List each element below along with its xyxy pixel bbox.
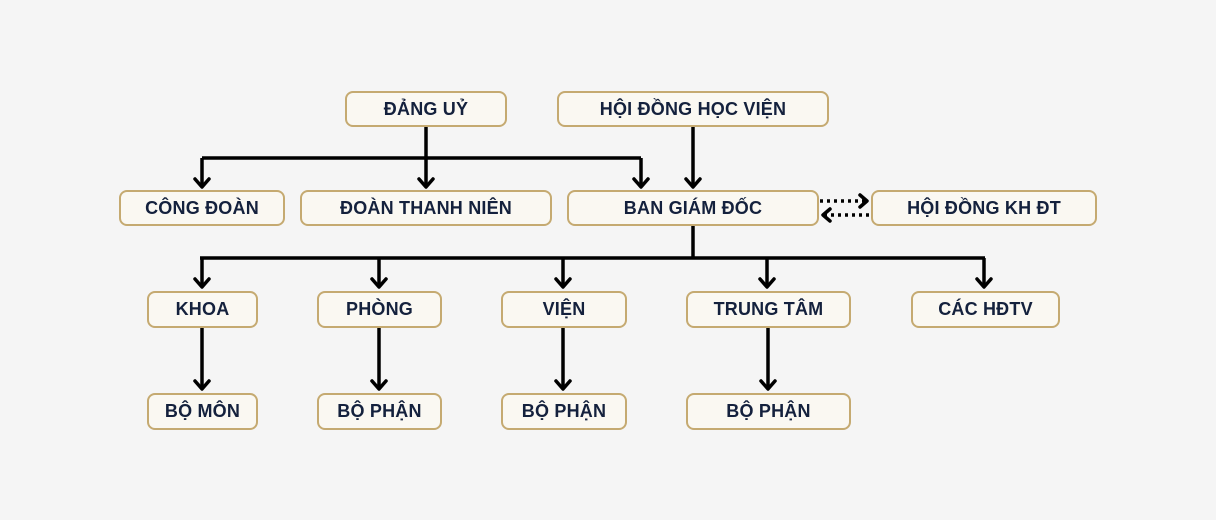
node-cac-hdtv: CÁC HĐTV	[911, 291, 1060, 328]
arrowhead-to-bgd	[821, 207, 832, 223]
arrowhead-bo-phan-vien	[554, 379, 572, 391]
arrowhead-cac-hdtv	[975, 277, 993, 289]
arrowhead-to-hdkh	[858, 193, 869, 209]
node-bo-mon: BỘ MÔN	[147, 393, 258, 430]
arrowhead-phong	[370, 277, 388, 289]
arrowhead-trung-tam	[758, 277, 776, 289]
arrowhead-doan-thanh-nien	[417, 177, 435, 189]
node-hoi-dong-hoc-vien: HỘI ĐỒNG HỌC VIỆN	[557, 91, 829, 127]
node-hoi-dong-kh-dt: HỘI ĐỒNG KH ĐT	[871, 190, 1097, 226]
node-cong-doan: CÔNG ĐOÀN	[119, 190, 285, 226]
arrowhead-khoa	[193, 277, 211, 289]
node-trung-tam: TRUNG TÂM	[686, 291, 851, 328]
node-ban-giam-doc: BAN GIÁM ĐỐC	[567, 190, 819, 226]
node-phong: PHÒNG	[317, 291, 442, 328]
arrowhead-cong-doan	[193, 177, 211, 189]
arrowhead-bo-phan-trung-tam	[759, 379, 777, 391]
arrowhead-bo-phan-phong	[370, 379, 388, 391]
node-bo-phan-trung-tam: BỘ PHẬN	[686, 393, 851, 430]
arrowhead-hdhv-to-bgd	[684, 177, 702, 189]
node-dang-uy: ĐẢNG UỶ	[345, 91, 507, 127]
node-doan-thanh-nien: ĐOÀN THANH NIÊN	[300, 190, 552, 226]
node-bo-phan-vien: BỘ PHẬN	[501, 393, 627, 430]
node-vien: VIỆN	[501, 291, 627, 328]
node-bo-phan-phong: BỘ PHẬN	[317, 393, 442, 430]
node-khoa: KHOA	[147, 291, 258, 328]
arrowhead-vien	[554, 277, 572, 289]
arrowhead-bo-mon	[193, 379, 211, 391]
arrowhead-ban-giam-doc-left	[632, 177, 650, 189]
